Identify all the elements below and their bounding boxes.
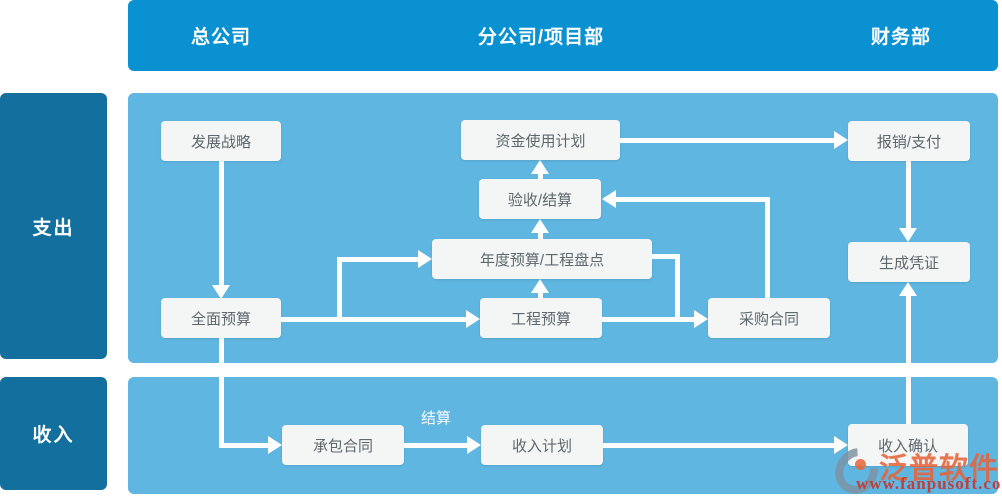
edge-annual-budget-to-acceptance	[538, 231, 543, 239]
edge-total-budget-down-vertical	[219, 338, 224, 448]
node-voucher: 生成凭证	[848, 242, 970, 282]
node-acceptance: 验收/结算	[479, 179, 601, 219]
node-strategy: 发展战略	[161, 121, 281, 161]
arrowhead-up-icon	[531, 160, 549, 174]
edge-income-plan-to-income-confirm	[603, 443, 834, 448]
edge-acceptance-to-fund-plan	[538, 172, 543, 179]
edge-contract-to-income-plan	[404, 443, 467, 448]
edge-project-budget-to-procurement	[602, 317, 694, 322]
edge-reimburse-to-voucher	[906, 161, 911, 228]
arrowhead-up-icon	[531, 219, 549, 233]
node-contract: 承包合同	[282, 425, 404, 465]
arrowhead-right-icon	[834, 436, 848, 454]
edge-annual-budget-merge-horizontal	[652, 254, 680, 259]
edge-annual-budget-merge-vertical	[675, 254, 680, 319]
edge-label-settlement: 结算	[420, 410, 451, 427]
arrowhead-down-icon	[899, 228, 917, 242]
node-annual-budget: 年度预算/工程盘点	[432, 239, 652, 279]
sidebar-row-expense: 支出	[0, 93, 107, 359]
edge-fund-plan-to-reimburse	[620, 138, 834, 143]
node-income-confirm: 收入确认	[848, 424, 968, 466]
edge-project-budget-to-annual-budget	[538, 291, 543, 298]
node-total-budget: 全面预算	[161, 298, 281, 338]
node-project-budget: 工程预算	[480, 298, 602, 338]
header-col-branch-project: 分公司/项目部	[477, 27, 605, 48]
header-bar: 总公司 分公司/项目部 财务部	[128, 0, 998, 71]
watermark-url: www.fanpusoft.com	[856, 474, 1002, 493]
arrowhead-right-icon	[418, 250, 432, 268]
edge-branch-to-annual-budget	[337, 257, 418, 262]
edge-total-budget-to-project-budget	[281, 317, 466, 322]
header-col-finance: 财务部	[870, 27, 932, 48]
edge-procurement-up-vertical	[765, 197, 770, 298]
arrowhead-right-icon	[467, 436, 481, 454]
arrowhead-up-icon	[531, 279, 549, 293]
arrowhead-down-icon	[212, 285, 230, 299]
arrowhead-right-icon	[466, 310, 480, 328]
sidebar-row-income: 收入	[0, 377, 107, 490]
edge-strategy-to-total-budget	[219, 161, 224, 285]
edge-branch-up-vertical	[337, 257, 342, 322]
arrowhead-up-icon	[899, 282, 917, 296]
node-fund-plan: 资金使用计划	[461, 120, 620, 160]
node-procurement: 采购合同	[708, 298, 830, 338]
edge-procurement-to-acceptance	[616, 197, 768, 202]
arrowhead-right-icon	[694, 310, 708, 328]
fanpu-logo-dot-icon	[855, 459, 866, 470]
edge-income-confirm-to-voucher	[906, 296, 911, 424]
arrowhead-right-icon	[268, 436, 282, 454]
node-reimburse: 报销/支付	[848, 121, 970, 161]
watermark-brand: 泛普软件	[879, 453, 1000, 485]
arrowhead-right-icon	[834, 131, 848, 149]
node-income-plan: 收入计划	[481, 425, 603, 465]
arrowhead-left-icon	[602, 190, 616, 208]
header-col-head-office: 总公司	[190, 27, 252, 48]
edge-total-budget-to-contract	[219, 443, 268, 448]
